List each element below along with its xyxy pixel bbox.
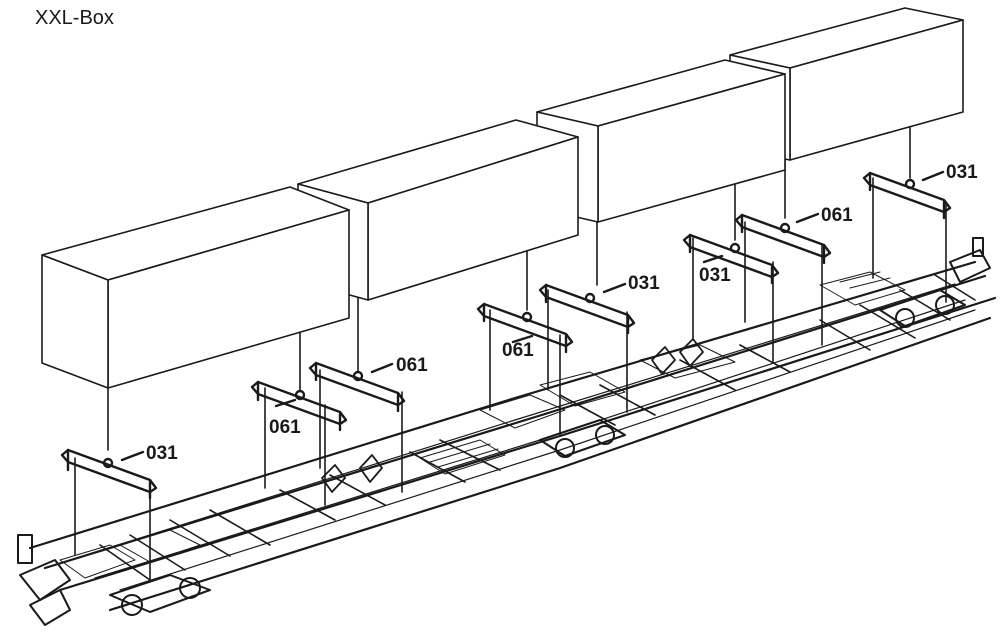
callout-label: 031 — [699, 265, 731, 286]
callout-label: 031 — [946, 162, 978, 183]
container-boxes — [41, 7, 964, 389]
wagon-end-couplers — [17, 237, 991, 626]
wagon-cross-members-b — [559, 274, 976, 426]
callout-leaders — [120, 170, 945, 462]
bracket-061-c — [682, 233, 780, 285]
wagon-locking-cones — [321, 338, 704, 493]
bracket-061-a — [250, 380, 348, 432]
bracket-061-d — [734, 213, 832, 265]
wagon-bogies — [109, 289, 966, 616]
callout-label: 031 — [628, 273, 660, 294]
wagon-cross-members-a — [99, 439, 501, 581]
callout-label: 061 — [396, 355, 428, 376]
bracket-031-b — [476, 302, 574, 354]
bracket-031-d — [862, 171, 952, 220]
callout-label: 061 — [269, 417, 301, 438]
bracket-031-c — [538, 283, 636, 335]
bracket-061-b — [308, 361, 406, 413]
xxl-box-1 — [41, 186, 350, 389]
callout-label: 061 — [502, 340, 534, 361]
wagon — [17, 237, 997, 626]
bracket-031-a — [60, 448, 158, 500]
callout-label: 031 — [146, 443, 178, 464]
explosion-leader-lines — [74, 109, 947, 581]
callout-label: 061 — [821, 205, 853, 226]
container-brackets — [60, 171, 952, 500]
drawing-title: XXL-Box — [35, 7, 114, 29]
